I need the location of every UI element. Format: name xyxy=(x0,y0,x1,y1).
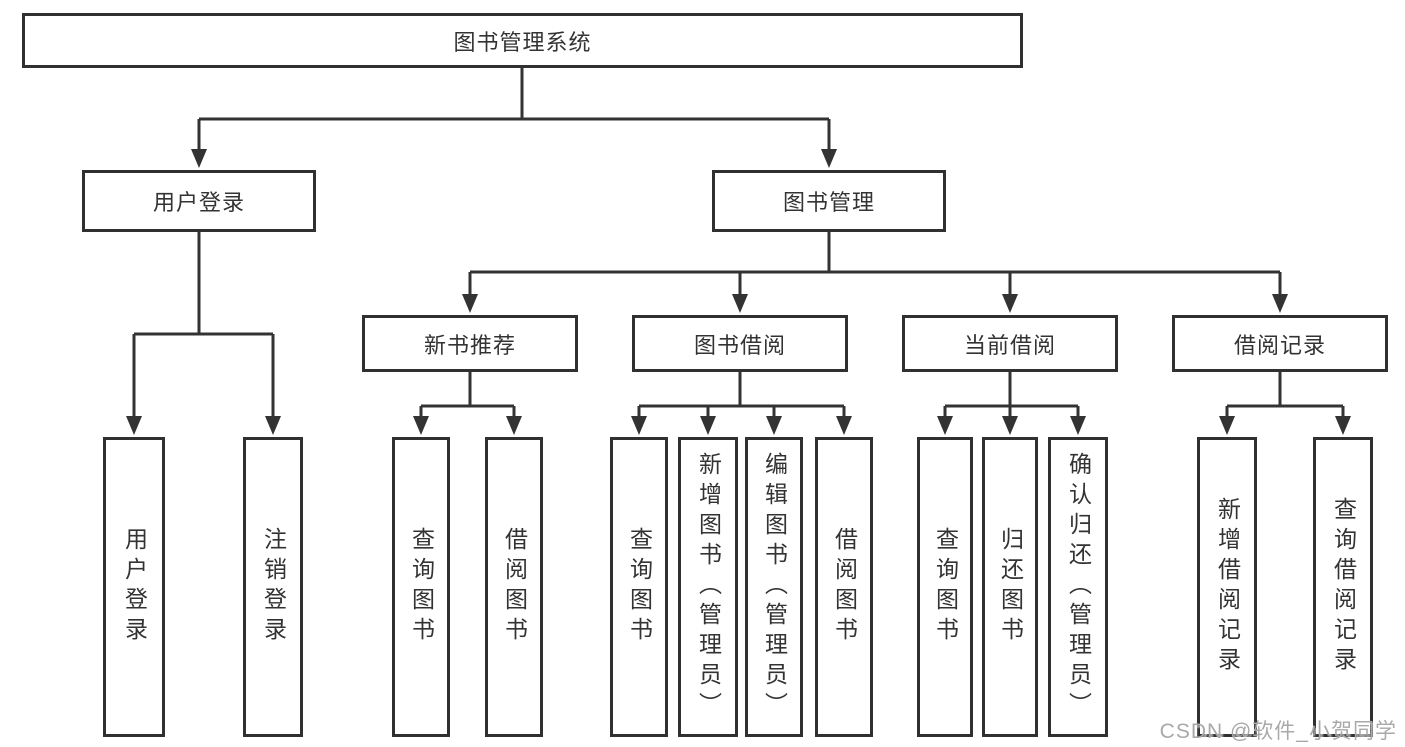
csdn-watermark: CSDN @软件_小贺同学 xyxy=(1159,720,1397,743)
arrow-down-icons xyxy=(126,149,1351,435)
leaf-label: 借阅图书 xyxy=(831,527,858,647)
node-label: 图书管理 xyxy=(782,190,875,215)
node-library-system: 图书管理系统 xyxy=(22,13,1023,68)
leaf-label: 查询图书 xyxy=(408,527,435,647)
leaf-recommend-query-books: 查询图书 xyxy=(392,437,450,737)
leaf-label: 新增图书（管理员） xyxy=(695,452,722,722)
node-label: 图书借阅 xyxy=(693,332,786,358)
leaf-label: 查询图书 xyxy=(626,527,653,647)
leaf-records-query-record: 查询借阅记录 xyxy=(1313,437,1373,737)
leaf-logout: 注销登录 xyxy=(243,437,303,737)
connector-paths xyxy=(132,68,1345,419)
node-label: 借阅记录 xyxy=(1233,332,1326,358)
leaf-borrowing-borrow-books: 借阅图书 xyxy=(815,437,873,737)
leaf-label: 查询图书 xyxy=(932,527,959,647)
leaf-label: 用户登录 xyxy=(121,527,148,647)
leaf-label: 借阅图书 xyxy=(501,527,528,647)
node-label: 用户登录 xyxy=(152,190,245,215)
leaf-label: 查询借阅记录 xyxy=(1330,497,1357,677)
leaf-label: 新增借阅记录 xyxy=(1214,497,1241,677)
node-current-borrowing: 当前借阅 xyxy=(902,315,1118,372)
node-book-borrowing: 图书借阅 xyxy=(632,315,848,372)
leaf-label: 归还图书 xyxy=(997,527,1024,647)
leaf-recommend-borrow-books: 借阅图书 xyxy=(485,437,543,737)
leaf-current-return-books: 归还图书 xyxy=(982,437,1038,737)
node-new-book-recommendation: 新书推荐 xyxy=(362,315,578,372)
node-label: 当前借阅 xyxy=(963,332,1056,358)
leaf-label: 确认归还（管理员） xyxy=(1065,452,1092,722)
leaf-records-add-record: 新增借阅记录 xyxy=(1197,437,1257,737)
node-user-login: 用户登录 xyxy=(82,170,316,232)
leaf-current-query-books: 查询图书 xyxy=(917,437,973,737)
leaf-user-login: 用户登录 xyxy=(103,437,165,737)
node-borrowing-records: 借阅记录 xyxy=(1172,315,1388,372)
leaf-borrowing-add-books-admin: 新增图书（管理员） xyxy=(678,437,738,737)
leaf-label: 注销登录 xyxy=(260,527,287,647)
leaf-current-confirm-return-admin: 确认归还（管理员） xyxy=(1048,437,1108,737)
leaf-borrowing-query-books: 查询图书 xyxy=(610,437,668,737)
node-book-management: 图书管理 xyxy=(712,170,946,232)
leaf-label: 编辑图书（管理员） xyxy=(761,452,788,722)
node-label: 图书管理系统 xyxy=(453,29,592,55)
node-label: 新书推荐 xyxy=(423,332,516,358)
leaf-borrowing-edit-books-admin: 编辑图书（管理员） xyxy=(745,437,803,737)
